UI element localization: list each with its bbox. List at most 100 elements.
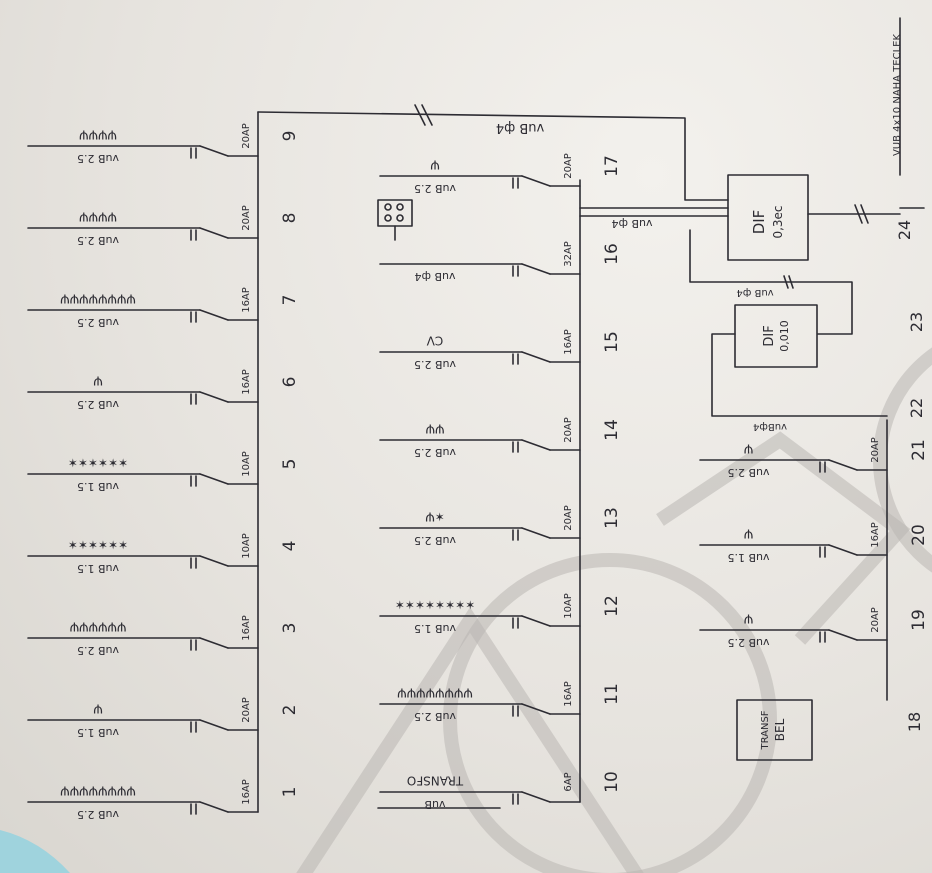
- mid-circuit-breaker-switch: [521, 791, 551, 803]
- top-circuit-breaker-label: 20AP: [241, 123, 252, 149]
- top-circuit-breaker-label-group: 16AP: [241, 615, 252, 641]
- transformer-line2: BEL: [773, 718, 787, 741]
- top-circuit-cable-label: vuB 2.5: [77, 808, 119, 821]
- rcd-main-feed-g: vuB ф4: [612, 217, 653, 230]
- bottom-circuit-breaker-switch: [828, 459, 858, 471]
- mid-circuit-load-symbols-group: TRANSFO: [407, 774, 464, 788]
- mid-circuit-load-symbols: ΨΨ: [426, 422, 445, 436]
- rcd2-feed-wire: [689, 229, 853, 335]
- mid-circuit-load-symbols-group: CV: [426, 334, 443, 348]
- bottom-circuit-number-group: 21: [909, 439, 929, 461]
- rcd-main-text-g: DIF 0,3ec: [750, 205, 785, 238]
- mid-circuit-breaker-label-group: 16AP: [563, 681, 574, 707]
- top-circuit-number-group: 6: [280, 377, 300, 388]
- bottom-circuit-number-group: 19: [909, 609, 929, 631]
- top-circuit-breaker-label-group: 16AP: [241, 287, 252, 313]
- top-circuit-load-symbols: Ψ: [93, 374, 102, 388]
- top-circuit-cable-label-group: vuB 2.5: [77, 808, 119, 821]
- transformer-box: [736, 699, 813, 761]
- mid-circuit-load-symbols: CV: [426, 334, 443, 348]
- rcd-main-line1: DIF: [750, 210, 768, 235]
- mid-circuit-number-group: 11: [602, 683, 622, 705]
- top-circuit-breaker-label: 16AP: [241, 287, 252, 313]
- top-circuit-number: 3: [280, 623, 300, 634]
- transformer-text-g: TRANSF BEL: [760, 710, 787, 750]
- main-feed-wire: [257, 111, 729, 201]
- top-circuit-breaker-label: 20AP: [241, 697, 252, 723]
- rcd-main-num-g: 24: [895, 220, 914, 240]
- mid-circuit-breaker-label-group: 6AP: [563, 772, 574, 791]
- mid-circuit-number-group: 16: [602, 243, 622, 265]
- mid-circuit-cable-label-group: vuB 2.5: [414, 446, 456, 459]
- top-circuit-load-symbols: ✶✶✶✶✶✶: [68, 538, 128, 552]
- mid-circuit-number-group: 12: [602, 595, 622, 617]
- rcd2-out-g: vuBф4: [753, 421, 787, 432]
- mid-circuit-breaker-label: 6AP: [563, 772, 574, 791]
- top-circuit-number-group: 5: [280, 459, 300, 470]
- bottom-circuit-cable-label-group: vuB 2.5: [727, 636, 769, 649]
- watermark-chevron: [656, 431, 911, 645]
- top-circuit-breaker-switch: [199, 801, 229, 813]
- mid-circuit-number: 12: [602, 595, 622, 617]
- mid-circuit-number: 14: [602, 419, 622, 441]
- top-circuit-cable-label: vuB 2.5: [77, 234, 119, 247]
- top-circuit-number-group: 3: [280, 623, 300, 634]
- bottom-circuit-cable-label-group: vuB 1.5: [727, 551, 769, 564]
- top-circuit-cable-label-group: vuB 2.5: [77, 152, 119, 165]
- top-circuit-number: 6: [280, 377, 300, 388]
- rcd2-feed-in-label: vuB ф4: [736, 287, 773, 298]
- bottom-circuit-breaker-label-group: 20AP: [870, 607, 881, 633]
- top-circuit-load-symbols: ΨΨΨΨΨΨΨΨ: [60, 292, 136, 306]
- transformer-number: 18: [905, 712, 924, 732]
- bottom-circuit-breaker-label-group: 20AP: [870, 437, 881, 463]
- top-circuit-cable-label: vuB 2.5: [77, 152, 119, 165]
- top-circuit-number: 1: [280, 787, 300, 798]
- top-circuit-number-group: 4: [280, 541, 300, 552]
- mid-circuit-breaker-switch: [521, 263, 551, 275]
- mid-circuit-number: 17: [602, 155, 622, 177]
- mid-circuit-cable-label-group: vuB ф4: [415, 270, 456, 283]
- bottom-circuit-load-symbols-group: Ψ: [744, 442, 753, 456]
- mid-circuit-breaker-switch: [521, 175, 551, 187]
- mid-circuit-breaker-label-group: 10AP: [563, 593, 574, 619]
- top-circuit-load-symbols-group: Ψ: [93, 702, 102, 716]
- transformer-num-g: 18: [905, 712, 924, 732]
- bottom-circuit-load-symbols: Ψ: [744, 442, 753, 456]
- rcd2-num-g: 23: [907, 312, 926, 332]
- bottom-circuit-breaker-switch: [828, 629, 858, 641]
- mid-circuit-cable-label: vuB 2.5: [414, 710, 456, 723]
- mid-circuit-breaker-label-group: 32AP: [563, 241, 574, 267]
- top-circuit-breaker-label-group: 20AP: [241, 205, 252, 231]
- corner-paper: [0, 830, 70, 873]
- mid-circuit-number-group: 15: [602, 331, 622, 353]
- top-circuit-load-symbols-group: ΨΨΨΨΨΨ: [70, 620, 127, 634]
- transformer-line1: TRANSF: [760, 710, 771, 750]
- top-circuit-load-symbols-group: ✶✶✶✶✶✶: [68, 456, 128, 470]
- mid-circuit-number: 11: [602, 683, 622, 705]
- mid-circuit-cable-label: vuB: [424, 798, 445, 811]
- mid-circuit-breaker-switch: [521, 351, 551, 363]
- top-circuit-number: 9: [280, 131, 300, 142]
- rcd2-line2: 0,010: [778, 320, 791, 352]
- rcd2-number: 23: [907, 312, 926, 332]
- top-circuit-load-symbols-group: ΨΨΨΨΨΨΨΨ: [60, 292, 136, 306]
- top-circuit-breaker-label: 10AP: [241, 533, 252, 559]
- mid-circuit-breaker-label-group: 20AP: [563, 417, 574, 443]
- top-circuit-number-group: 8: [280, 213, 300, 224]
- top-circuit-cable-label-group: vuB 2.5: [77, 398, 119, 411]
- mid-circuit-cable-label-group: vuB: [424, 798, 445, 811]
- top-circuit-breaker-switch: [199, 555, 229, 567]
- top-circuit-cable-label: vuB 1.5: [77, 726, 119, 739]
- top-circuit-number: 8: [280, 213, 300, 224]
- top-circuit-breaker-label-group: 10AP: [241, 533, 252, 559]
- num22-g: 22: [907, 398, 926, 418]
- mid-circuit-cable-label: vuB ф4: [415, 270, 456, 283]
- bottom-circuit-load-symbols-group: Ψ: [744, 612, 753, 626]
- mid-circuit-cable-label: vuB 1.5: [414, 622, 456, 635]
- rcd-tick: [854, 204, 863, 224]
- bottom-circuit-cable-label: vuB 2.5: [727, 636, 769, 649]
- rcd-main-number: 24: [895, 220, 914, 240]
- socket-hole: [384, 214, 392, 222]
